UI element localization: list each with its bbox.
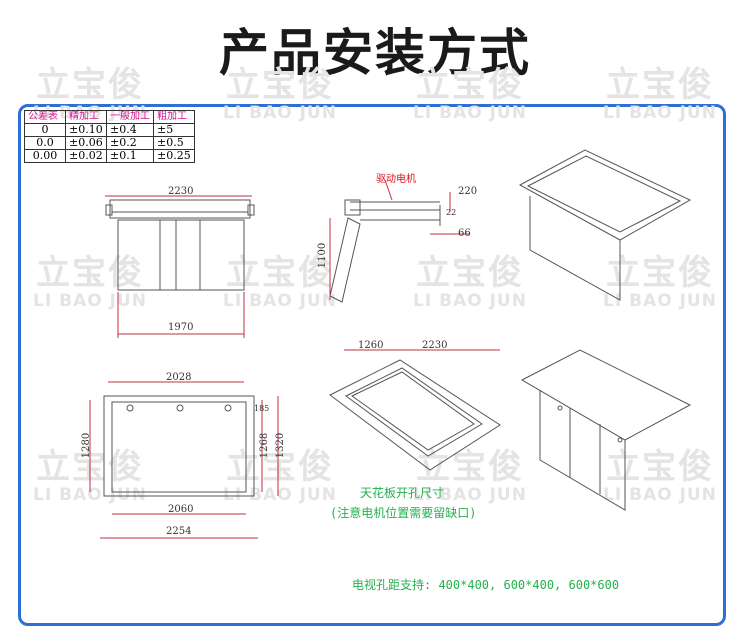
plan-top-dim: 2028 [166, 372, 192, 383]
page-title: 产品安装方式 [219, 24, 531, 82]
ceiling-dim-left: 1260 [358, 340, 384, 351]
note-ceiling-cut: 天花板开孔尺寸 [360, 486, 445, 500]
front-bottom-dim: 1970 [168, 322, 194, 333]
plan-view-drawing [89, 381, 279, 539]
plan-bottom-dim-2: 2254 [166, 526, 192, 537]
plan-bottom-dim-1: 2060 [168, 504, 194, 515]
table-cell: ±0.2 [106, 136, 154, 150]
side-dim-220: 220 [458, 186, 478, 197]
plan-left-dim: 1280 [81, 432, 93, 459]
plan-right-dim-1: 1268 [259, 432, 271, 459]
table-cell: ±0.25 [153, 149, 195, 163]
side-dim-66: 66 [458, 228, 471, 239]
table-row: 0.00 ±0.02 ±0.1 ±0.25 [24, 149, 195, 163]
table-cell: ±5 [153, 123, 195, 137]
table-row: 0.0 ±0.06 ±0.2 ±0.5 [24, 136, 195, 150]
front-top-dim: 2230 [168, 186, 194, 197]
note-motor: (注意电机位置需要留缺口) [330, 506, 477, 520]
content-frame [18, 104, 726, 626]
side-elevation-drawing [329, 179, 470, 303]
tolerance-table: 公差表 精加工 一般加工 粗加工 0 ±0.10 ±0.4 ±5 0.0 ±0.… [24, 110, 195, 163]
tray-3d-bottom-drawing [520, 349, 692, 511]
side-dim-1100: 1100 [317, 242, 329, 269]
ceiling-dim-right: 2230 [422, 340, 448, 351]
ceiling-cutout-drawing [329, 349, 501, 471]
plan-right-dim-2: 1320 [275, 432, 287, 459]
table-cell: 0.00 [24, 149, 66, 163]
side-dim-22: 22 [446, 208, 457, 217]
front-elevation-drawing [105, 195, 255, 338]
motor-label: 驱动电机 [376, 174, 416, 185]
table-cell: ±0.02 [65, 149, 107, 163]
tray-3d-drawing [518, 149, 692, 301]
plan-right-dim-small: 185 [254, 404, 270, 413]
table-header-row: 公差表 精加工 一般加工 粗加工 [24, 110, 195, 124]
note-tv-mount: 电视孔距支持: 400*400, 600*400, 600*600 [352, 578, 620, 592]
